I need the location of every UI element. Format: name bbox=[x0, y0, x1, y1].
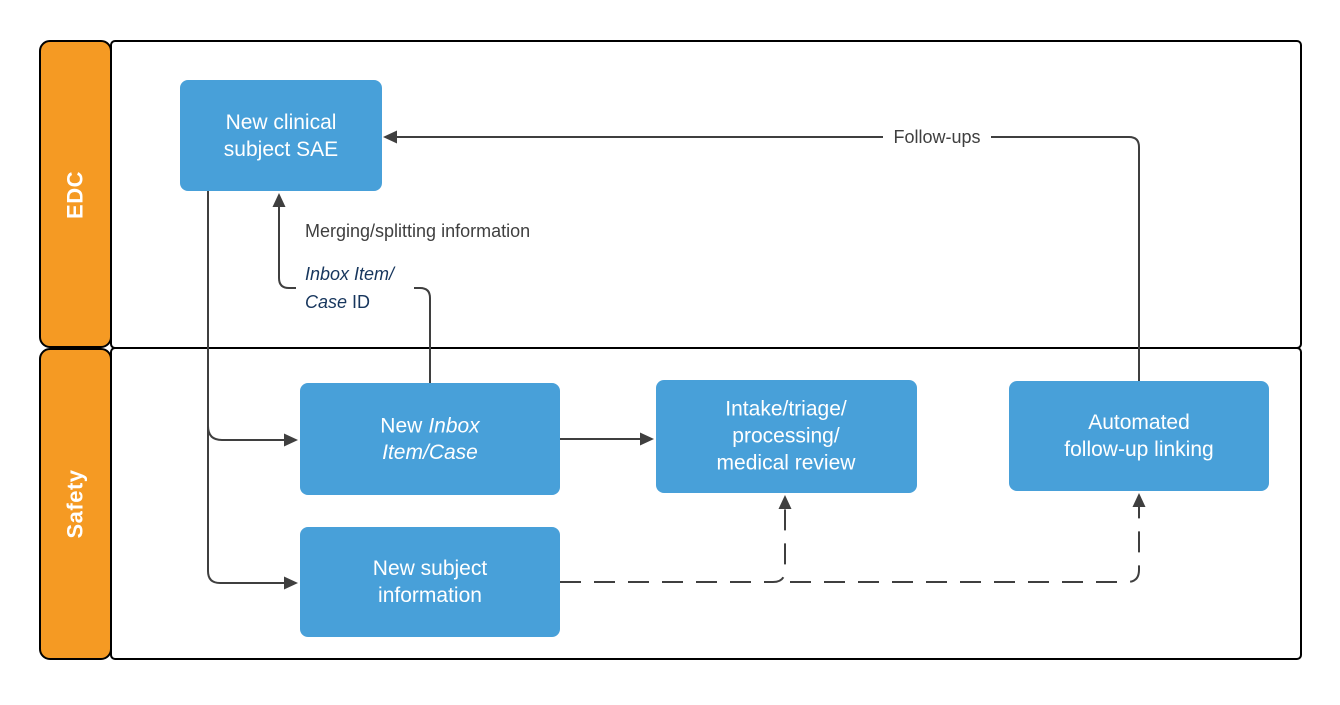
edge-follow-ups-arrowhead bbox=[383, 130, 397, 144]
node-new-subject-information-box bbox=[300, 527, 560, 637]
edge-sae-to-subject-arrowhead bbox=[284, 576, 298, 590]
node-new-subject-information-text: New subject bbox=[373, 557, 488, 580]
lane-safety-label-text: Safety bbox=[63, 469, 88, 538]
edge-subject-to-intake-dashed bbox=[560, 507, 786, 583]
edge-subject-to-intake-arrowhead bbox=[778, 495, 792, 509]
node-intake-triage-text: Intake/triage/ bbox=[725, 398, 847, 421]
edge-inbox-to-intake-arrowhead bbox=[640, 432, 654, 446]
node-new-clinical-subject-sae-text: New clinical bbox=[226, 111, 337, 134]
node-new-inbox-item-case-text: Item/Case bbox=[382, 441, 478, 464]
node-automated-follow-up-linking-text: follow-up linking bbox=[1064, 438, 1213, 461]
inbox-case-id-label-bg bbox=[296, 260, 414, 314]
node-new-clinical-subject-sae: New clinical subject SAE bbox=[180, 80, 382, 191]
edge-sae-to-subject bbox=[207, 190, 284, 584]
edge-subject-to-automated-dashed bbox=[790, 505, 1140, 583]
edge-subject-to-automated-arrowhead bbox=[1132, 493, 1146, 507]
node-automated-follow-up-linking-text: Automated bbox=[1088, 411, 1190, 434]
edge-follow-ups bbox=[397, 136, 1140, 381]
node-automated-follow-up-linking: Automated follow-up linking bbox=[1009, 381, 1269, 491]
node-new-subject-information: New subject information bbox=[300, 527, 560, 637]
follow-ups-label: Follow-ups bbox=[893, 127, 980, 147]
node-automated-follow-up-linking-box bbox=[1009, 381, 1269, 491]
merging-splitting-label: Merging/splitting information bbox=[305, 221, 530, 241]
edge-sae-to-inbox bbox=[207, 425, 284, 441]
node-intake-triage-box bbox=[656, 380, 917, 493]
node-new-clinical-subject-sae-box bbox=[180, 80, 382, 191]
node-new-inbox-item-case-box bbox=[300, 383, 560, 495]
node-intake-triage-processing-medical-review: Intake/triage/ processing/ medical revie… bbox=[656, 380, 917, 493]
lane-safety-label bbox=[39, 348, 112, 660]
node-new-clinical-subject-sae-text: subject SAE bbox=[224, 138, 338, 161]
follow-ups-label-bg bbox=[883, 125, 991, 148]
lane-edc-label-text: EDC bbox=[63, 171, 88, 219]
edge-merging-arrowhead bbox=[272, 193, 286, 207]
edge-sae-to-inbox-arrowhead bbox=[284, 433, 298, 447]
lane-edc-label bbox=[39, 40, 112, 348]
inbox-case-id-label-line1: Inbox Item/ bbox=[305, 264, 396, 284]
node-new-subject-information-text: information bbox=[378, 584, 482, 607]
node-intake-triage-text: processing/ bbox=[732, 425, 840, 448]
node-intake-triage-text: medical review bbox=[717, 452, 857, 475]
